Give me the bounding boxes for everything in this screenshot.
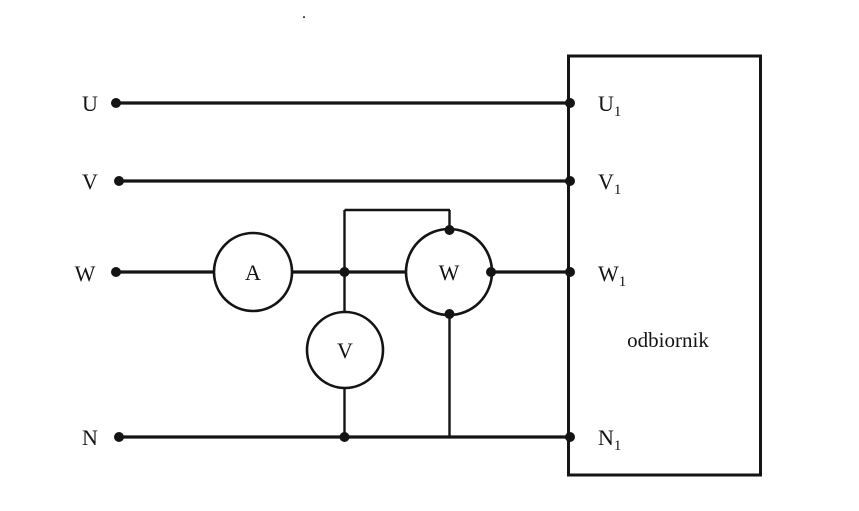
terminal-label-v1-main: V <box>598 169 614 194</box>
ammeter-label: A <box>245 260 261 285</box>
terminal-dot-v1 <box>565 176 575 186</box>
terminal-label-w1: W1 <box>598 261 626 290</box>
phase-label-n: N <box>82 425 98 450</box>
terminal-dot-w1 <box>565 267 575 277</box>
load-box <box>567 54 762 477</box>
terminal-label-v1-sub: 1 <box>614 182 622 198</box>
terminal-label-n1-sub: 1 <box>614 438 622 454</box>
ammeter-circle <box>212 231 294 313</box>
terminal-label-n1-main: N <box>598 425 614 450</box>
scan-artifact-dot: . <box>302 5 306 22</box>
junction-dot-n-line <box>339 432 350 442</box>
terminal-label-u1-main: U <box>598 91 614 116</box>
wattmeter-label: W <box>439 260 460 285</box>
terminal-label-v1: V1 <box>598 169 621 198</box>
load-label: odbiornik <box>627 328 709 352</box>
terminal-label-u1-sub: 1 <box>614 104 622 120</box>
voltmeter-circle <box>305 310 385 390</box>
terminal-label-w1-sub: 1 <box>619 274 627 290</box>
terminal-dot-v-left <box>114 176 124 186</box>
phase-label-v: V <box>82 169 98 194</box>
wattmeter-top-terminal-dot <box>444 225 455 235</box>
terminal-dot-n-left <box>114 432 124 442</box>
terminal-dot-w-left <box>111 267 121 277</box>
phase-label-u: U <box>82 91 98 116</box>
junction-dot-w-line <box>339 267 350 277</box>
terminal-dot-n1 <box>565 432 575 442</box>
voltmeter-label: V <box>337 338 353 363</box>
terminal-label-n1: N1 <box>598 425 621 454</box>
wattmeter-bottom-terminal-dot <box>444 309 455 319</box>
phase-label-w: W <box>75 261 96 286</box>
terminal-label-w1-main: W <box>598 261 619 286</box>
terminal-label-u1: U1 <box>598 91 621 120</box>
terminal-dot-u-left <box>111 98 121 108</box>
terminal-dot-u1 <box>565 98 575 108</box>
wattmeter-right-terminal-dot <box>486 267 496 277</box>
